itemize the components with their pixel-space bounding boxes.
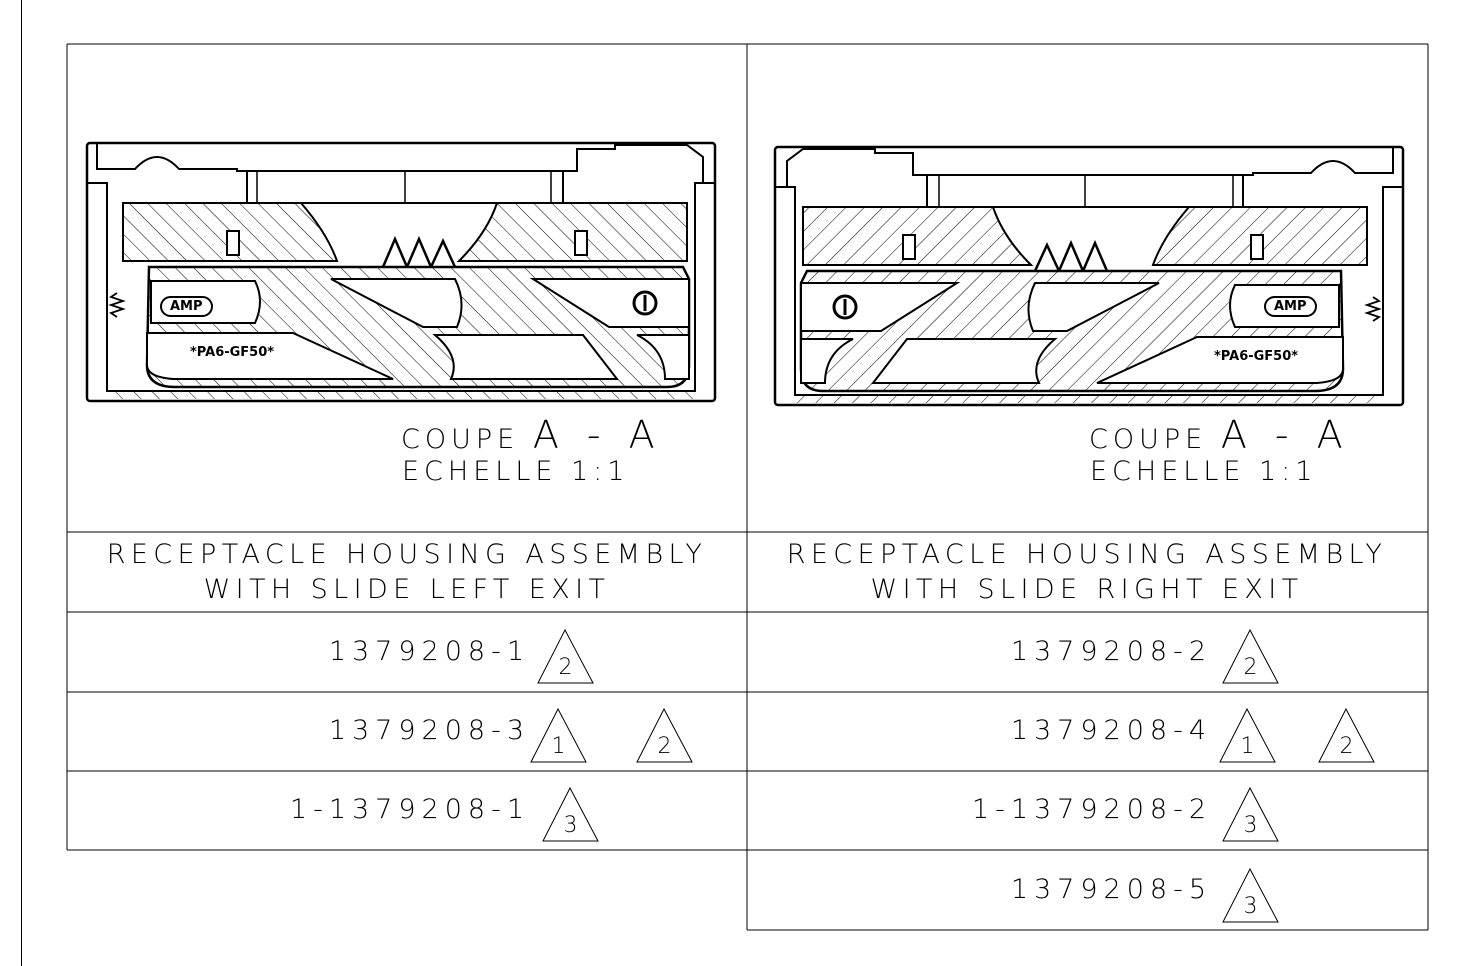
section-id: A - A — [1220, 413, 1351, 457]
part-number: 1379208-5 — [1010, 874, 1212, 905]
delta-icon — [636, 707, 693, 763]
section-label: COUPE — [1089, 424, 1208, 455]
delta-icon — [1222, 867, 1279, 923]
stamp-amp-left: AMP — [160, 296, 213, 317]
scale-label-left: ECHELLE 1:1 — [402, 456, 630, 487]
part-number: 1379208-2 — [1010, 636, 1212, 667]
revision-flag: 2 — [558, 655, 573, 680]
revision-flag: 1 — [551, 734, 566, 759]
delta-icon — [530, 707, 587, 763]
section-view-left — [85, 141, 717, 403]
part-number: 1-1379208-2 — [971, 794, 1212, 825]
title-right-line1: RECEPTACLE HOUSING ASSEMBLY — [786, 539, 1388, 570]
revision-flag: 3 — [1243, 894, 1258, 919]
section-caption-left: COUPE A - A — [401, 416, 663, 454]
delta-icon — [1222, 628, 1279, 684]
delta-icon — [1222, 786, 1279, 842]
sheet-border-left — [21, 0, 22, 966]
title-left-line1: RECEPTACLE HOUSING ASSEMBLY — [106, 539, 708, 570]
revision-flag: 1 — [1240, 734, 1255, 759]
revision-flag: 2 — [1339, 734, 1354, 759]
delta-icon — [1219, 707, 1276, 763]
part-number: 1379208-4 — [1010, 715, 1212, 746]
flag-triangles — [530, 628, 1375, 923]
stamp-material-right: *PA6-GF50* — [1214, 349, 1299, 364]
table-grid — [66, 43, 1429, 931]
part-number: 1379208-3 — [328, 715, 530, 746]
revision-flag: 2 — [657, 734, 672, 759]
stamp-material-left: *PA6-GF50* — [190, 345, 275, 360]
delta-icon — [537, 628, 594, 684]
section-view-right — [773, 145, 1405, 407]
part-number: 1-1379208-1 — [289, 794, 530, 825]
stamp-amp-right: AMP — [1264, 296, 1317, 317]
section-caption-right: COUPE A - A — [1089, 416, 1351, 454]
section-id: A - A — [532, 413, 663, 457]
title-right-line2: WITH SLIDE RIGHT EXIT — [870, 574, 1304, 605]
revision-flag: 3 — [563, 813, 578, 838]
delta-icon — [1318, 707, 1375, 763]
delta-icon — [542, 786, 599, 842]
revision-flag: 2 — [1243, 655, 1258, 680]
section-label: COUPE — [401, 424, 520, 455]
revision-flag: 3 — [1243, 813, 1258, 838]
scale-label-right: ECHELLE 1:1 — [1090, 456, 1318, 487]
title-left-line2: WITH SLIDE LEFT EXIT — [203, 574, 611, 605]
part-number: 1379208-1 — [328, 636, 530, 667]
